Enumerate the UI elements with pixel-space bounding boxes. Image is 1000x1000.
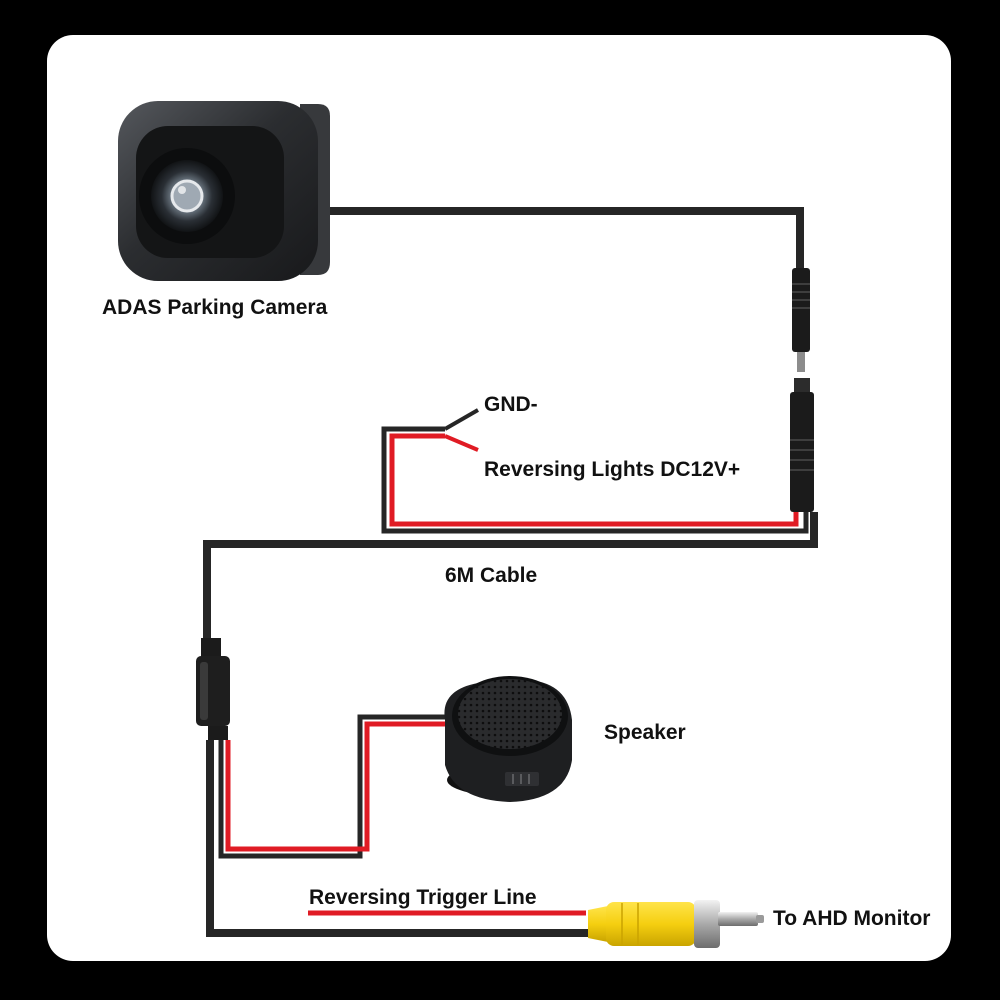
trigger-line-label: Reversing Trigger Line (309, 886, 537, 909)
speaker-label: Speaker (604, 721, 686, 744)
rca-plug (588, 900, 764, 948)
monitor-label: To AHD Monitor (773, 907, 931, 930)
reversing-lights-label: Reversing Lights DC12V+ (484, 458, 741, 481)
upper-male-connector (792, 268, 810, 372)
cable-length-label: 6M Cable (445, 564, 538, 587)
wiring-diagram (118, 101, 818, 948)
camera-label: ADAS Parking Camera (102, 296, 328, 319)
camera-cable (320, 207, 804, 280)
video-cable (206, 740, 600, 937)
gnd-label: GND- (484, 393, 538, 416)
upper-female-connector (790, 378, 814, 512)
diagram-panel: ADAS Parking Camera GND- Reversing Light… (47, 35, 951, 961)
speaker-wires (218, 714, 450, 859)
lower-connector (196, 638, 230, 740)
camera-illustration (118, 101, 330, 281)
power-wires (381, 408, 809, 534)
speaker-illustration (444, 676, 572, 802)
main-cable (203, 512, 818, 648)
